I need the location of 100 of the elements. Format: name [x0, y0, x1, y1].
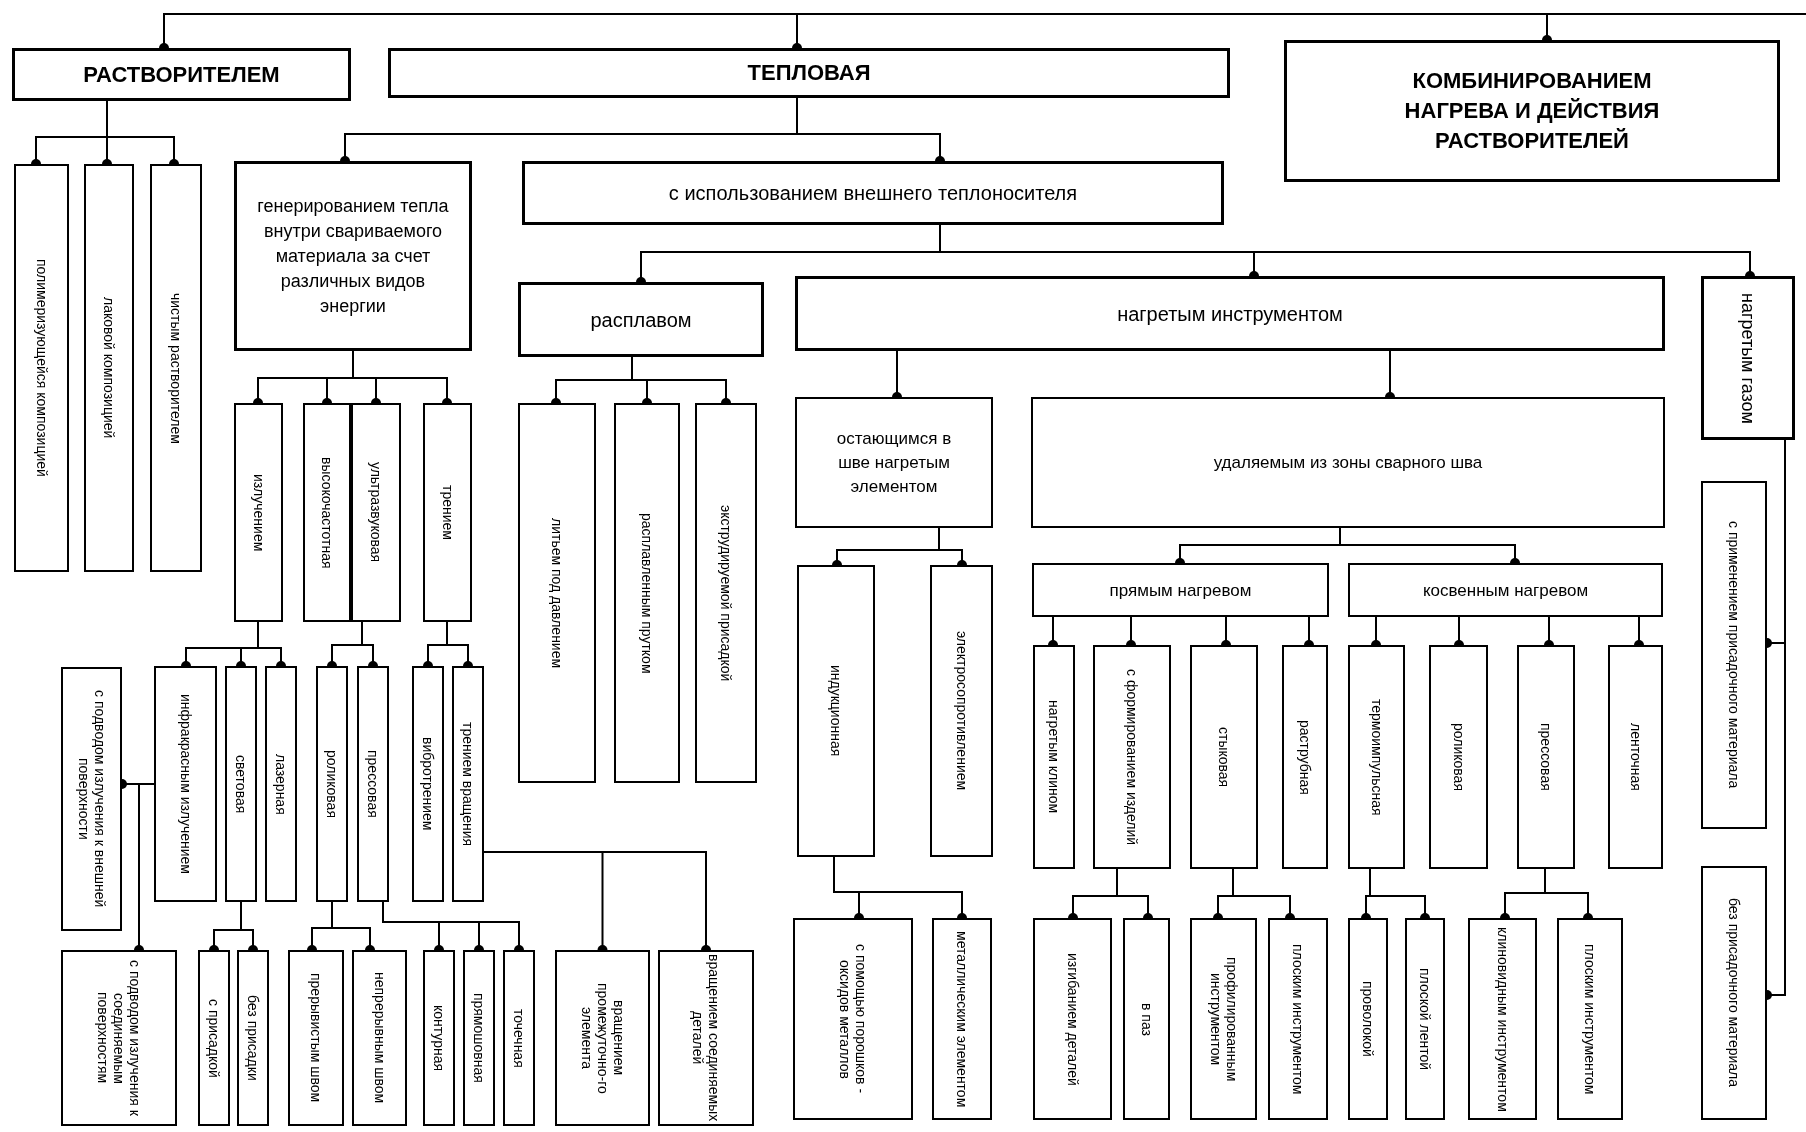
category-box — [1701, 866, 1767, 1120]
category-box — [452, 666, 484, 902]
category-box — [795, 276, 1665, 351]
category-box — [1429, 645, 1488, 869]
category-box — [12, 48, 351, 101]
category-box — [198, 950, 230, 1126]
category-box — [1348, 918, 1388, 1120]
category-box — [658, 950, 754, 1126]
category-box — [237, 950, 269, 1126]
category-label: проволокой — [1359, 981, 1377, 1057]
category-box — [1123, 918, 1170, 1120]
category-box — [793, 918, 913, 1120]
category-box — [1268, 918, 1328, 1120]
category-label: нагретым инструментом — [1116, 301, 1344, 327]
category-label: КОМБИНИРОВАНИЕМ НАГРЕВА И ДЕЙСТВИЯ РАСТВОРИТЕЛЕЙ — [1403, 67, 1661, 155]
category-box — [265, 666, 297, 902]
category-label: с подводом излучения к внешней поверхности — [74, 689, 109, 910]
category-box — [1405, 918, 1445, 1120]
category-label: генерированием тепла внутри свариваемого материала за счет различных видов энергии — [256, 194, 450, 318]
category-label: без присадки — [244, 995, 262, 1081]
category-label: клиновидным инструментом — [1493, 926, 1512, 1112]
category-box — [423, 403, 472, 622]
category-label: нагретым клином — [1045, 700, 1063, 814]
category-label: электросопротивлением — [952, 631, 971, 791]
category-label: индукционная — [827, 665, 845, 757]
category-label: ультразвуковая — [367, 462, 385, 563]
category-box — [503, 950, 535, 1126]
category-box — [930, 565, 993, 857]
category-label: вращением промежуточно-го элемента — [577, 981, 628, 1096]
category-box — [1608, 645, 1663, 869]
category-label: чистым растворителем — [167, 292, 185, 444]
category-label: плоским инструментом — [1581, 943, 1599, 1095]
category-box — [1190, 645, 1258, 869]
category-label: без присадочного материала — [1725, 898, 1743, 1088]
category-label: в паз — [1137, 1002, 1156, 1036]
category-box — [357, 666, 389, 902]
category-box — [1284, 40, 1780, 182]
category-label: полимеризующейся композицией — [32, 259, 51, 477]
category-box — [351, 403, 401, 622]
category-label: световая — [232, 754, 250, 814]
category-box — [1348, 563, 1663, 617]
category-box — [1348, 645, 1405, 869]
category-label: с формированием изделий — [1123, 668, 1141, 846]
category-box — [423, 950, 455, 1126]
category-box — [932, 918, 992, 1120]
category-label: косвенным нагревом — [1421, 579, 1590, 602]
category-label: с помощью порошков - оксидов металлов — [836, 943, 870, 1096]
category-label: контурная — [430, 1004, 448, 1072]
category-box — [1557, 918, 1623, 1120]
category-label: прессовая — [1537, 723, 1555, 791]
category-label: лазерная — [272, 753, 290, 815]
category-label: излучением — [249, 473, 268, 552]
category-box — [797, 565, 875, 857]
category-label: ленточная — [1626, 723, 1645, 791]
category-label: роликовая — [1449, 723, 1468, 791]
category-label: с присадкой — [205, 998, 223, 1078]
category-box — [1468, 918, 1537, 1120]
category-label: стыковая — [1215, 726, 1233, 788]
category-label: ТЕПЛОВАЯ — [746, 59, 872, 87]
category-box — [1033, 918, 1112, 1120]
category-label: вибротрением — [419, 737, 437, 831]
category-box — [614, 403, 680, 783]
category-box — [303, 403, 351, 622]
category-box — [522, 161, 1224, 225]
category-label: непрерывным швом — [370, 972, 389, 1104]
category-box — [1517, 645, 1575, 869]
category-box — [1190, 918, 1257, 1120]
category-label: плоским инструментом — [1289, 943, 1307, 1095]
category-box — [412, 666, 444, 902]
category-label: трением — [438, 485, 457, 540]
category-label: расплавленным прутком — [638, 512, 656, 674]
category-box — [795, 397, 993, 528]
category-box — [1701, 276, 1795, 440]
category-label: с использованием внешнего теплоносителя — [667, 181, 1079, 206]
category-label: точечная — [510, 1008, 528, 1068]
category-box — [61, 667, 122, 931]
category-box — [154, 666, 217, 902]
category-box — [1031, 397, 1665, 528]
category-label: прямошовная — [470, 993, 488, 1083]
category-box — [518, 282, 764, 357]
category-label: прессовая — [364, 750, 382, 818]
category-label: плоской лентой — [1416, 968, 1434, 1070]
category-label: металлическим элементом — [953, 930, 971, 1108]
category-label: литьем под давлением — [548, 517, 566, 669]
category-label: прямым нагревом — [1108, 579, 1253, 602]
category-box — [234, 403, 283, 622]
category-label: РАСТВОРИТЕЛЕМ — [82, 60, 281, 89]
category-box — [352, 950, 407, 1126]
category-box — [61, 950, 177, 1126]
category-box — [316, 666, 348, 902]
category-box — [288, 950, 344, 1126]
category-box — [1701, 481, 1767, 829]
category-label: экструдируемой присадкой — [717, 504, 735, 682]
category-label: роликовая — [323, 750, 341, 818]
category-label: остающимся в шве нагретым элементом — [835, 427, 953, 498]
category-box — [1032, 563, 1329, 617]
category-label: раструбная — [1296, 719, 1314, 795]
category-box — [388, 48, 1230, 98]
category-label: удаляемым из зоны сварного шва — [1212, 452, 1484, 474]
category-label: высокочастотная — [318, 456, 336, 569]
